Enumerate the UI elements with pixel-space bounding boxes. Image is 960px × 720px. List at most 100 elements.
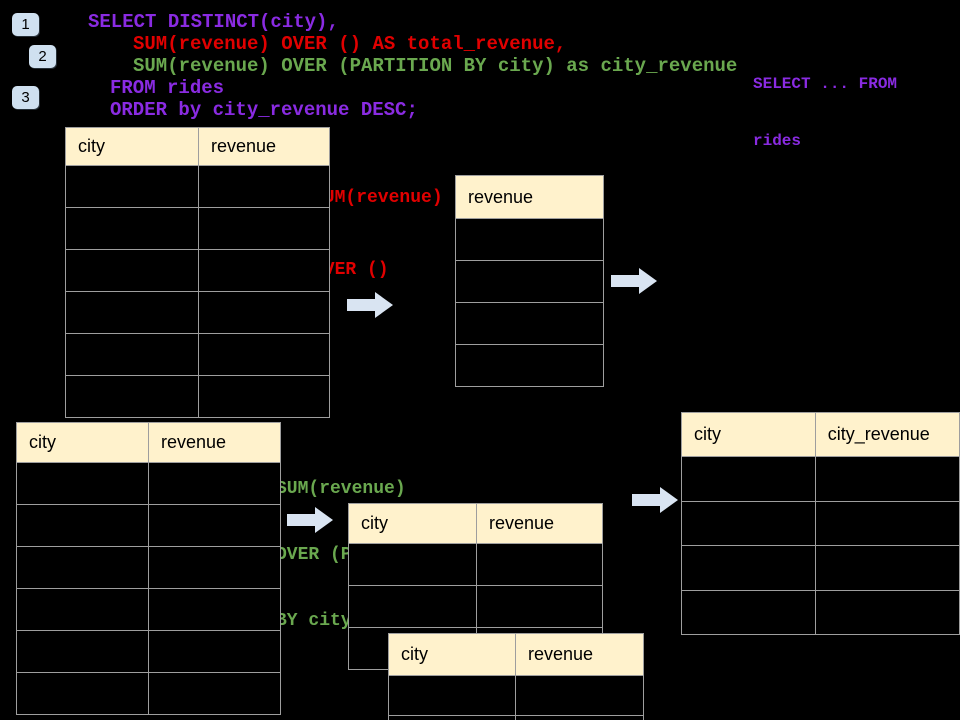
empty-cell xyxy=(198,207,330,250)
column-header-city: city xyxy=(388,633,516,676)
empty-row xyxy=(65,207,330,250)
empty-row xyxy=(65,375,330,418)
empty-cell xyxy=(148,546,281,589)
empty-cell xyxy=(198,375,330,418)
empty-cell xyxy=(148,504,281,547)
empty-row xyxy=(348,585,603,628)
empty-row xyxy=(16,588,281,631)
header-row: revenue xyxy=(455,175,604,219)
empty-row xyxy=(681,589,960,635)
empty-row xyxy=(455,344,604,387)
empty-row xyxy=(16,630,281,673)
empty-cell xyxy=(681,545,816,591)
column-header-city: city xyxy=(348,503,477,544)
empty-cell xyxy=(348,543,477,586)
empty-cell xyxy=(681,589,816,635)
empty-row xyxy=(348,543,603,586)
empty-cell xyxy=(681,456,816,502)
table-total-revenue-result: revenue xyxy=(455,175,604,387)
empty-row xyxy=(388,715,644,720)
column-header-city_revenue: city_revenue xyxy=(814,412,960,457)
column-header-city: city xyxy=(65,127,199,166)
empty-cell xyxy=(16,462,149,505)
empty-cell xyxy=(16,672,149,715)
empty-cell xyxy=(455,344,604,387)
empty-cell xyxy=(148,462,281,505)
empty-cell xyxy=(198,249,330,292)
flow-arrow-right-1 xyxy=(347,292,393,318)
empty-cell xyxy=(198,165,330,208)
empty-row xyxy=(455,218,604,261)
empty-cell xyxy=(16,630,149,673)
empty-cell xyxy=(388,715,516,720)
empty-cell xyxy=(388,675,516,716)
empty-row xyxy=(455,302,604,345)
empty-cell xyxy=(455,218,604,261)
empty-row xyxy=(16,504,281,547)
empty-row xyxy=(65,333,330,376)
flow-arrow-right-3 xyxy=(287,507,333,533)
column-header-city: city xyxy=(16,422,149,463)
empty-row xyxy=(16,672,281,715)
empty-cell xyxy=(455,260,604,303)
empty-cell xyxy=(455,302,604,345)
empty-cell xyxy=(65,207,199,250)
sql-line-select: SELECT DISTINCT(city), xyxy=(88,11,339,33)
sql-line-sum-over-total: SUM(revenue) OVER () AS total_revenue, xyxy=(133,33,567,55)
sql-line-sum-over-partition: SUM(revenue) OVER (PARTITION BY city) as… xyxy=(133,55,738,77)
column-header-revenue: revenue xyxy=(476,503,603,544)
empty-row xyxy=(65,291,330,334)
empty-row xyxy=(681,545,960,591)
empty-cell xyxy=(148,672,281,715)
column-header-city: city xyxy=(681,412,816,457)
empty-cell xyxy=(16,546,149,589)
empty-cell xyxy=(198,333,330,376)
column-header-revenue: revenue xyxy=(515,633,644,676)
empty-cell xyxy=(65,165,199,208)
empty-cell xyxy=(476,543,603,586)
empty-cell xyxy=(814,500,960,546)
empty-cell xyxy=(515,675,644,716)
empty-cell xyxy=(476,585,603,628)
empty-row xyxy=(681,456,960,502)
empty-cell xyxy=(814,589,960,635)
empty-cell xyxy=(515,715,644,720)
empty-cell xyxy=(348,585,477,628)
empty-cell xyxy=(65,291,199,334)
sql-line-from: FROM rides xyxy=(110,77,225,99)
annotation-line: SUM(revenue) xyxy=(313,188,443,208)
flow-arrow-right-2 xyxy=(611,268,657,294)
empty-row xyxy=(388,675,644,716)
annotation-line: SUM(revenue) xyxy=(276,479,406,499)
flow-arrow-right-4 xyxy=(632,487,678,513)
empty-row xyxy=(16,462,281,505)
empty-row xyxy=(681,500,960,546)
select-from-rides-note: SELECT ... FROM rides xyxy=(753,37,897,189)
sql-line-order-by: ORDER by city_revenue DESC; xyxy=(110,99,418,121)
column-header-revenue: revenue xyxy=(455,175,604,219)
empty-cell xyxy=(16,504,149,547)
annotation-line: OVER () xyxy=(313,260,389,280)
note-line-1: SELECT ... FROM xyxy=(753,75,898,93)
step-badge-1: 1 xyxy=(12,13,39,36)
step-badge-3: 3 xyxy=(12,86,39,109)
empty-row xyxy=(455,260,604,303)
total-revenue-result: revenue xyxy=(455,175,604,387)
empty-row xyxy=(16,546,281,589)
empty-cell xyxy=(814,456,960,502)
empty-cell xyxy=(198,291,330,334)
